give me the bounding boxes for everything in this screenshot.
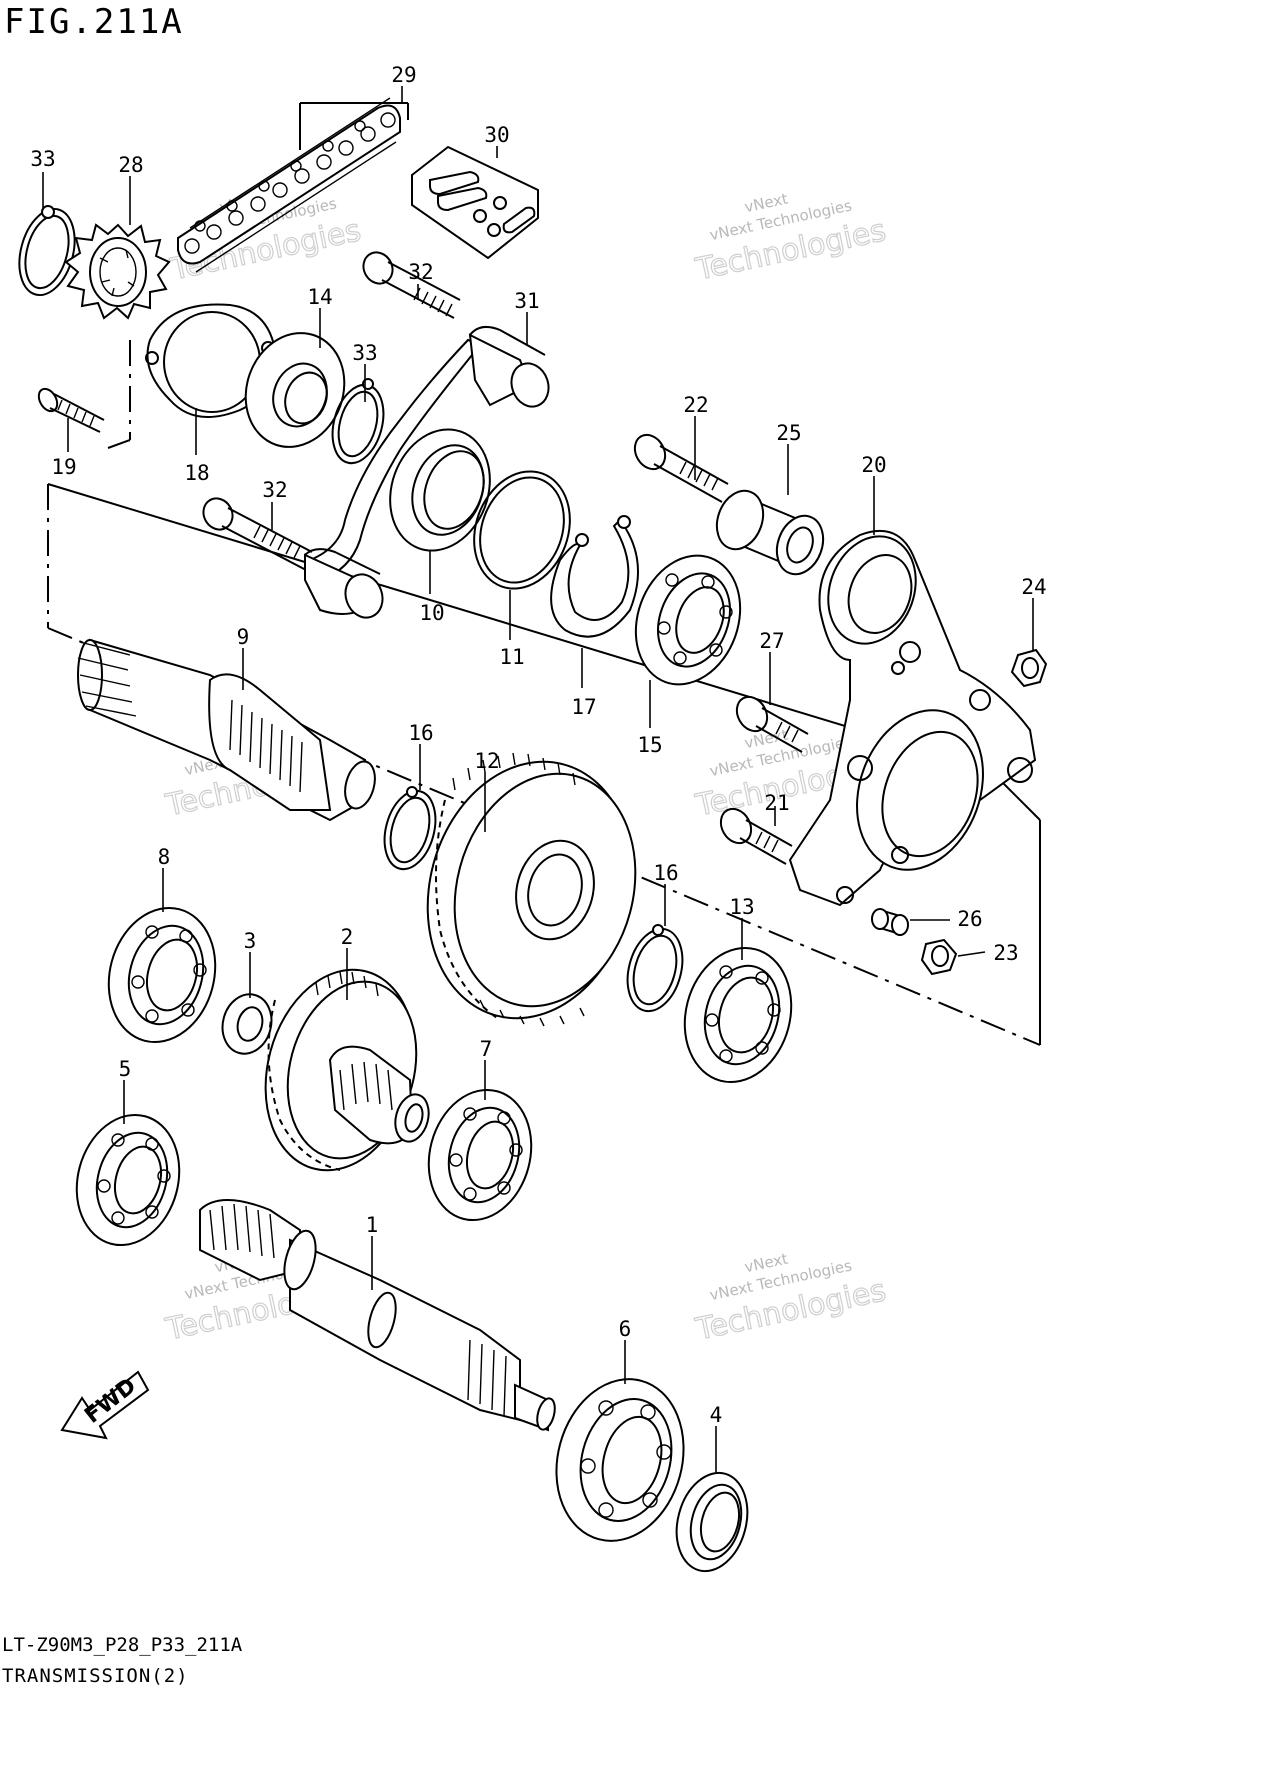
callout-8: 8 [158,845,171,869]
callout-19: 19 [51,455,76,479]
bracket-20 [788,530,1037,907]
callout-4: 4 [710,1403,723,1427]
o-ring-11 [473,470,571,590]
gear-2 [264,968,430,1172]
callout-25: 25 [776,421,801,445]
callout-3: 3 [244,929,257,953]
shaft-1 [199,1199,556,1432]
callout-5: 5 [119,1057,132,1081]
forward-direction-arrow: FWD [60,1370,150,1440]
drive-sprocket-28 [64,223,171,320]
callout-27: 27 [759,629,784,653]
callout-9: 9 [237,625,250,649]
dowel-26 [871,908,909,936]
callout-10: 10 [419,601,444,625]
chain-joint-30 [411,145,539,260]
oil-seal-10 [389,428,491,552]
callout-7: 7 [480,1037,493,1061]
gear-12 [426,752,637,1027]
watermark-bottom-right: Technologies vNext Technologies vNext [692,1250,890,1349]
callout-14: 14 [307,285,332,309]
callout-16-upper: 16 [408,721,433,745]
callout-33-lower: 33 [352,341,377,365]
callout-6: 6 [619,1317,632,1341]
leader-lines [42,86,1034,1472]
bolt-22 [633,433,729,503]
callout-33-upper: 33 [30,147,55,171]
figure-name: TRANSMISSION(2) [2,1665,189,1687]
washer-3 [221,993,273,1055]
figure-title: FIG.211A [4,2,184,42]
circlip-16-upper [383,786,437,871]
bearing-7 [427,1088,533,1222]
bolt-21 [719,807,793,865]
callout-16-lower: 16 [653,861,678,885]
shaft-9 [77,638,376,822]
bearing-13 [683,946,793,1084]
callout-30: 30 [484,123,509,147]
tension-arm-31 [304,325,550,619]
callout-15: 15 [637,733,662,757]
callout-26: 26 [957,907,982,931]
callout-12: 12 [474,749,499,773]
callout-18: 18 [184,461,209,485]
callout-29: 29 [391,63,416,87]
circlip-16-lower [626,924,684,1013]
callout-numbers: 29 30 33 28 14 33 32 31 18 19 32 10 11 1… [30,63,1046,1427]
callout-17: 17 [571,695,596,719]
nut-23 [920,938,958,976]
callout-22: 22 [683,393,708,417]
bolt-32-lower [202,497,313,571]
watermark-top-right: Technologies vNext Technologies vNext [692,190,890,289]
bolt-27 [735,695,809,753]
callout-32-upper: 32 [408,260,433,284]
callout-2: 2 [341,925,354,949]
callout-28: 28 [118,153,143,177]
collar-25 [715,489,825,576]
callout-21: 21 [764,791,789,815]
callout-13: 13 [729,895,754,919]
screw-19 [37,387,105,433]
callout-32-lower: 32 [262,478,287,502]
bearing-8 [107,906,217,1044]
callout-20: 20 [861,453,886,477]
figure-code: LT-Z90M3_P28_P33_211A [2,1634,243,1656]
nut-24 [1010,648,1048,688]
callout-23: 23 [993,941,1018,965]
callout-11: 11 [499,645,524,669]
bolt-32-upper [362,251,461,319]
circlip-17 [550,515,639,638]
bearing-5 [75,1113,181,1247]
callout-1: 1 [366,1213,379,1237]
callout-24: 24 [1021,575,1046,599]
oil-seal-4 [675,1471,749,1573]
bearing-15 [634,554,742,686]
callout-31: 31 [514,289,539,313]
bearing-6 [555,1378,685,1542]
drive-chain-29 [177,97,401,273]
seal-plate-14 [244,332,346,448]
